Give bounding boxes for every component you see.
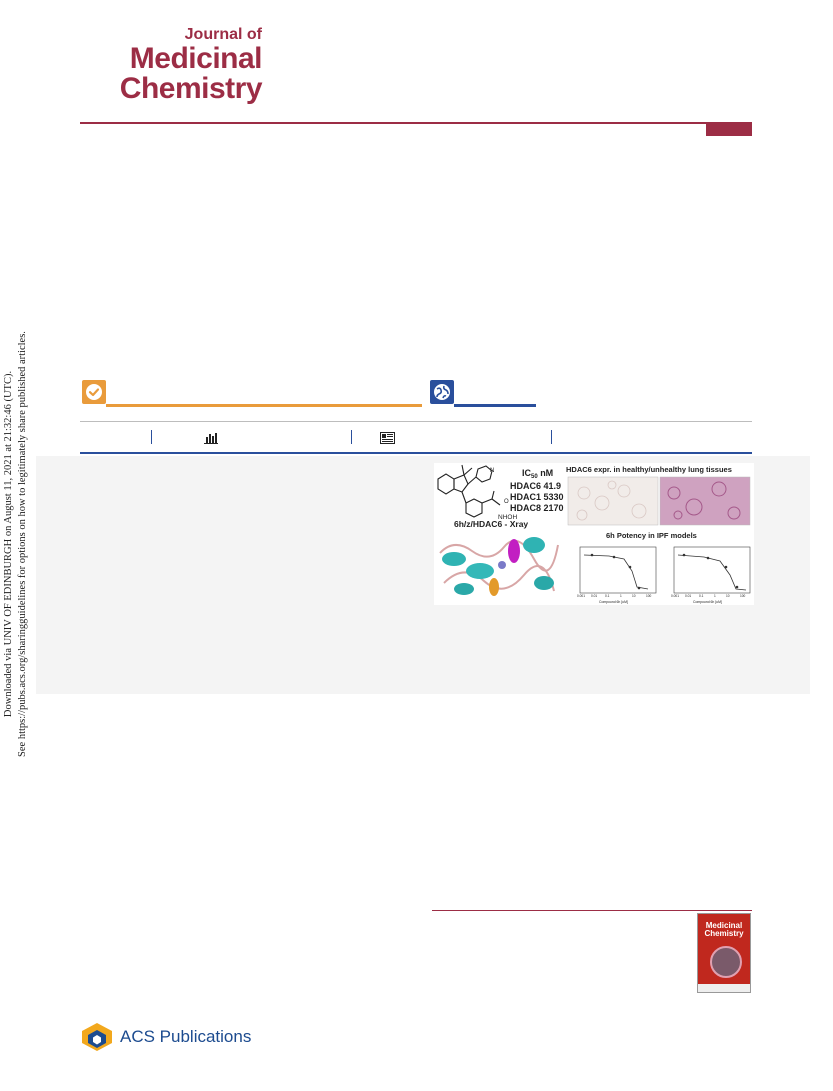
open-access-bar <box>454 404 536 407</box>
svg-text:10: 10 <box>632 594 636 598</box>
acs-publications-logo[interactable]: ACS Publications <box>80 1022 251 1052</box>
ic50-hdac1: HDAC1 5330 <box>510 492 564 502</box>
svg-text:100: 100 <box>646 594 652 598</box>
download-notice-line1: Downloaded via UNIV OF EDINBURGH on Augu… <box>3 370 14 718</box>
article-icon[interactable] <box>380 432 395 444</box>
metrics-separator <box>551 430 552 444</box>
journal-logo-line3: Chemistry <box>119 72 263 105</box>
dose-response-chart-1: 0.001 0.01 0.1 1 10 100 Compound 6h [uM] <box>577 546 657 604</box>
ic50-hdac8: HDAC8 2170 <box>510 503 564 513</box>
chemical-structure <box>437 464 501 518</box>
bar-chart-icon[interactable] <box>204 432 218 444</box>
open-access-badge[interactable] <box>430 380 454 404</box>
svg-text:0.01: 0.01 <box>591 594 597 598</box>
healthy-tissue-image <box>567 476 659 526</box>
cite-this-badge[interactable] <box>82 380 106 404</box>
xray-title: 6h/z/HDAC6 - Xray <box>454 519 528 529</box>
chart-1-xlabel: Compound 6h [uM] <box>599 600 628 604</box>
footer-rule <box>432 910 752 911</box>
cite-this-bar <box>106 404 422 407</box>
expression-title: HDAC6 expr. in healthy/unhealthy lung ti… <box>566 465 732 474</box>
svg-text:1: 1 <box>620 594 622 598</box>
svg-text:0.1: 0.1 <box>605 594 610 598</box>
check-circle-icon <box>86 384 102 400</box>
ic50-heading: IC50 nM <box>522 468 553 480</box>
download-notice: Downloaded via UNIV OF EDINBURGH on Augu… <box>0 326 30 762</box>
nhoh-label: NHOH <box>498 514 517 521</box>
journal-logo-line2: Medicinal <box>129 42 263 75</box>
ic50-hdac6: HDAC6 41.9 <box>510 481 561 491</box>
acs-hexagon-icon <box>82 1023 112 1051</box>
unhealthy-tissue-texture <box>667 481 741 520</box>
healthy-tissue-texture <box>576 480 647 521</box>
svg-text:0.001: 0.001 <box>577 594 585 598</box>
svg-text:0.1: 0.1 <box>699 594 704 598</box>
svg-text:0.001: 0.001 <box>671 594 679 598</box>
potency-title: 6h Potency in IPF models <box>606 531 697 540</box>
svg-text:1: 1 <box>714 594 716 598</box>
chart-2-xlabel: Compound 6h [uM] <box>693 600 722 604</box>
article-type-tab <box>706 124 752 136</box>
metrics-separator <box>151 430 152 444</box>
cover-artwork <box>710 946 742 978</box>
toc-graphic: O N NHOH IC50 nM HDAC6 41.9 HDAC1 5330 H… <box>434 463 754 605</box>
journal-cover-thumbnail[interactable]: Medicinal Chemistry <box>697 913 751 993</box>
svg-text:10: 10 <box>726 594 730 598</box>
metrics-bottom-rule <box>80 452 752 454</box>
metrics-top-rule <box>80 421 752 422</box>
globe-icon <box>434 384 450 400</box>
journal-cover-title: Medicinal Chemistry <box>704 921 744 938</box>
protein-structure-image <box>434 530 562 605</box>
acs-publications-text: ACS Publications <box>120 1027 252 1046</box>
metrics-separator <box>351 430 352 444</box>
structure-label-n: N <box>490 468 494 474</box>
journal-logo: Journal of Medicinal Chemistry <box>112 26 263 105</box>
journal-logo-line1: Journal of <box>184 26 262 43</box>
structure-label-o: O <box>504 499 509 505</box>
cover-footer-strip <box>698 984 750 992</box>
svg-text:0.01: 0.01 <box>685 594 691 598</box>
unhealthy-tissue-image <box>659 476 751 526</box>
dose-response-chart-2: 0.001 0.01 0.1 1 10 100 Compound 6h [uM] <box>671 546 751 604</box>
download-notice-line2: See https://pubs.acs.org/sharingguidelin… <box>17 331 28 757</box>
svg-text:100: 100 <box>740 594 746 598</box>
header-rule <box>80 122 752 124</box>
toc-graphic-drawing: O N NHOH IC50 nM HDAC6 41.9 HDAC1 5330 H… <box>434 464 751 605</box>
